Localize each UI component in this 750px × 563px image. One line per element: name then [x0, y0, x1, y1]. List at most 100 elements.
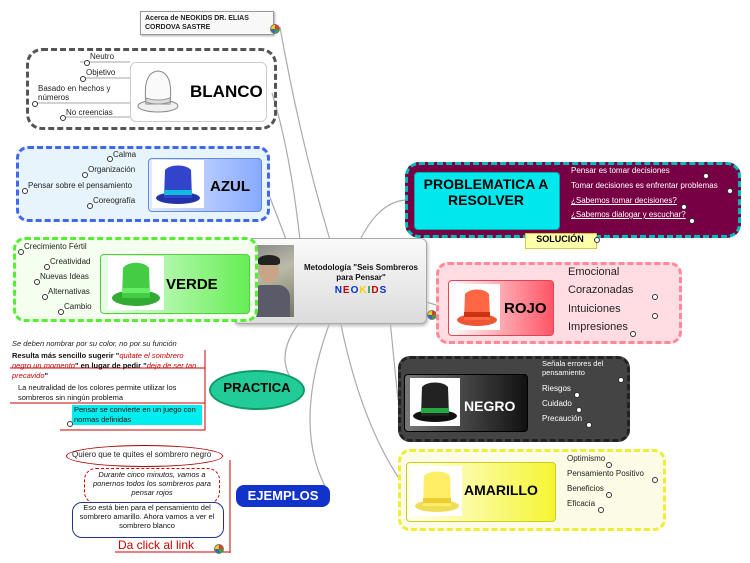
- expand-dot[interactable]: [58, 309, 64, 315]
- about-box[interactable]: Acerca de NEOKIDS DR. ELIAS CORDOVA SAST…: [140, 11, 274, 35]
- click-link-icon[interactable]: [214, 544, 224, 554]
- expand-dot[interactable]: [84, 60, 90, 66]
- verde-item: Cambio: [64, 302, 92, 311]
- practica-item-1-a: Resulta más sencillo sugerir ": [12, 351, 120, 360]
- rojo-item: Emocional: [568, 266, 620, 278]
- expand-dot[interactable]: [80, 76, 86, 82]
- azul-item: Coreografía: [93, 196, 136, 205]
- click-link-text[interactable]: Da click al link: [118, 538, 195, 552]
- person-head: [259, 259, 279, 283]
- ejemplos-title: EJEMPLOS: [247, 488, 319, 503]
- expand-dot[interactable]: [606, 492, 612, 498]
- brand-letter: I: [367, 285, 372, 296]
- practica-item-3: Pensar se convierte en un juego con norm…: [72, 405, 202, 425]
- practica-item-1-e: ": [44, 371, 49, 380]
- expand-dot[interactable]: [681, 204, 687, 210]
- verde-item: Nuevas Ideas: [40, 272, 89, 281]
- red-hat-icon: [454, 284, 500, 330]
- verde-title: VERDE: [166, 276, 218, 293]
- brand-letter: K: [359, 285, 368, 296]
- expand-dot[interactable]: [22, 188, 28, 194]
- expand-dot[interactable]: [44, 264, 50, 270]
- ejemplo-item-2-text: Durante cinco minutos, vamos a ponernos …: [93, 470, 211, 497]
- azul-item: Calma: [113, 150, 137, 159]
- ejemplos-node[interactable]: [236, 485, 330, 507]
- expand-dot[interactable]: [689, 218, 695, 224]
- brand-letter: O: [350, 285, 360, 296]
- negro-title: NEGRO: [464, 398, 516, 414]
- expand-dot[interactable]: [727, 188, 733, 194]
- expand-dot[interactable]: [32, 101, 38, 107]
- amarillo-item: Eficacia: [567, 499, 596, 508]
- practica-node[interactable]: [209, 370, 305, 410]
- green-hat-icon: [108, 256, 164, 310]
- expand-dot[interactable]: [574, 392, 580, 398]
- practica-item-1-d: deja de ser tan precavido: [12, 361, 197, 380]
- ejemplo-item-1: [66, 445, 223, 467]
- blanco-item: No creencias: [66, 108, 113, 117]
- center-node[interactable]: Metodología "Seis Sombreros para Pensar"…: [233, 238, 427, 324]
- practica-item-1: Resulta más sencillo sugerir "quitate el…: [12, 351, 202, 381]
- expand-dot[interactable]: [34, 279, 40, 285]
- blanco-group[interactable]: [26, 48, 277, 130]
- negro-item: Cuidado: [542, 399, 572, 408]
- brand-letter: D: [371, 285, 380, 296]
- about-text: Acerca de NEOKIDS DR. ELIAS CORDOVA SAST…: [145, 15, 249, 31]
- ejemplo-item-3: [72, 502, 224, 538]
- rojo-item: Intuiciones: [568, 303, 621, 315]
- expand-dot[interactable]: [60, 115, 66, 121]
- practica-title: PRACTICA: [223, 380, 291, 395]
- practica-item-2: La neutralidad de los colores permite ut…: [18, 383, 177, 402]
- brand-letter: N: [334, 285, 343, 296]
- blanco-title: BLANCO: [190, 82, 263, 101]
- expand-dot[interactable]: [598, 507, 604, 513]
- ejemplo-item-1-text: Quiero que te quites el sombrero negro: [72, 450, 212, 459]
- negro-item: Precaución: [542, 414, 583, 423]
- expand-dot[interactable]: [67, 421, 73, 427]
- solucion-label: SOLUCIÓN: [536, 234, 584, 244]
- expand-dot[interactable]: [107, 156, 113, 162]
- blanco-item: Basado en hechos y números: [38, 84, 111, 102]
- blue-hat-icon: [152, 160, 204, 208]
- person-hair: [258, 255, 280, 265]
- rojo-item: Corazonadas: [568, 284, 634, 296]
- negro-item: Señala errores del pensamiento: [542, 359, 604, 377]
- rojo-title: ROJO: [504, 300, 547, 317]
- azul-title: AZUL: [210, 178, 250, 195]
- expand-dot[interactable]: [594, 237, 600, 243]
- expand-dot[interactable]: [576, 407, 582, 413]
- expand-dot[interactable]: [618, 377, 624, 383]
- expand-dot[interactable]: [630, 331, 636, 337]
- practica-item-1-b: quitate el sombrero negro un momento: [12, 351, 184, 370]
- expand-dot[interactable]: [42, 294, 48, 300]
- expand-dot[interactable]: [652, 477, 658, 483]
- practica-note: Se deben nombrar por su color, no por su…: [12, 339, 177, 348]
- expand-dot[interactable]: [703, 173, 709, 179]
- verde-item: Creatividad: [50, 257, 91, 266]
- problem-item: ¿Sabemos dialogar y escuchar?: [571, 210, 686, 219]
- problem-item: Tomar decisiones es enfrentar problemas: [571, 181, 718, 190]
- expand-dot[interactable]: [652, 294, 658, 300]
- expand-dot[interactable]: [18, 249, 24, 255]
- amarillo-item: Optimismo: [567, 454, 606, 463]
- center-title: Metodología "Seis Sombreros para Pensar": [303, 263, 419, 282]
- brand-letter: S: [379, 285, 388, 296]
- about-link-icon[interactable]: [270, 24, 280, 34]
- amarillo-title: AMARILLO: [464, 482, 538, 498]
- expand-dot[interactable]: [82, 172, 88, 178]
- verde-item: Crecimiento Fértil: [24, 242, 87, 251]
- problem-item: Pensar es tomar decisiones: [571, 166, 670, 175]
- yellow-hat-icon: [412, 466, 462, 516]
- brand-logo: NEOKIDS: [302, 285, 420, 296]
- expand-dot[interactable]: [652, 313, 658, 319]
- problematica-node[interactable]: [414, 172, 560, 230]
- problem-item: ¿Sabemos tomar decisiones?: [571, 196, 677, 205]
- blanco-item: Objetivo: [86, 68, 116, 77]
- expand-dot[interactable]: [586, 422, 592, 428]
- negro-item: Riesgos: [542, 384, 571, 393]
- brand-letter: E: [342, 285, 351, 296]
- problematica-title: PROBLEMATICA A RESOLVER: [423, 176, 549, 208]
- expand-dot[interactable]: [87, 203, 93, 209]
- expand-dot[interactable]: [606, 462, 612, 468]
- ejemplo-item-3-text: Eso está bien para el pensamiento del so…: [79, 503, 215, 530]
